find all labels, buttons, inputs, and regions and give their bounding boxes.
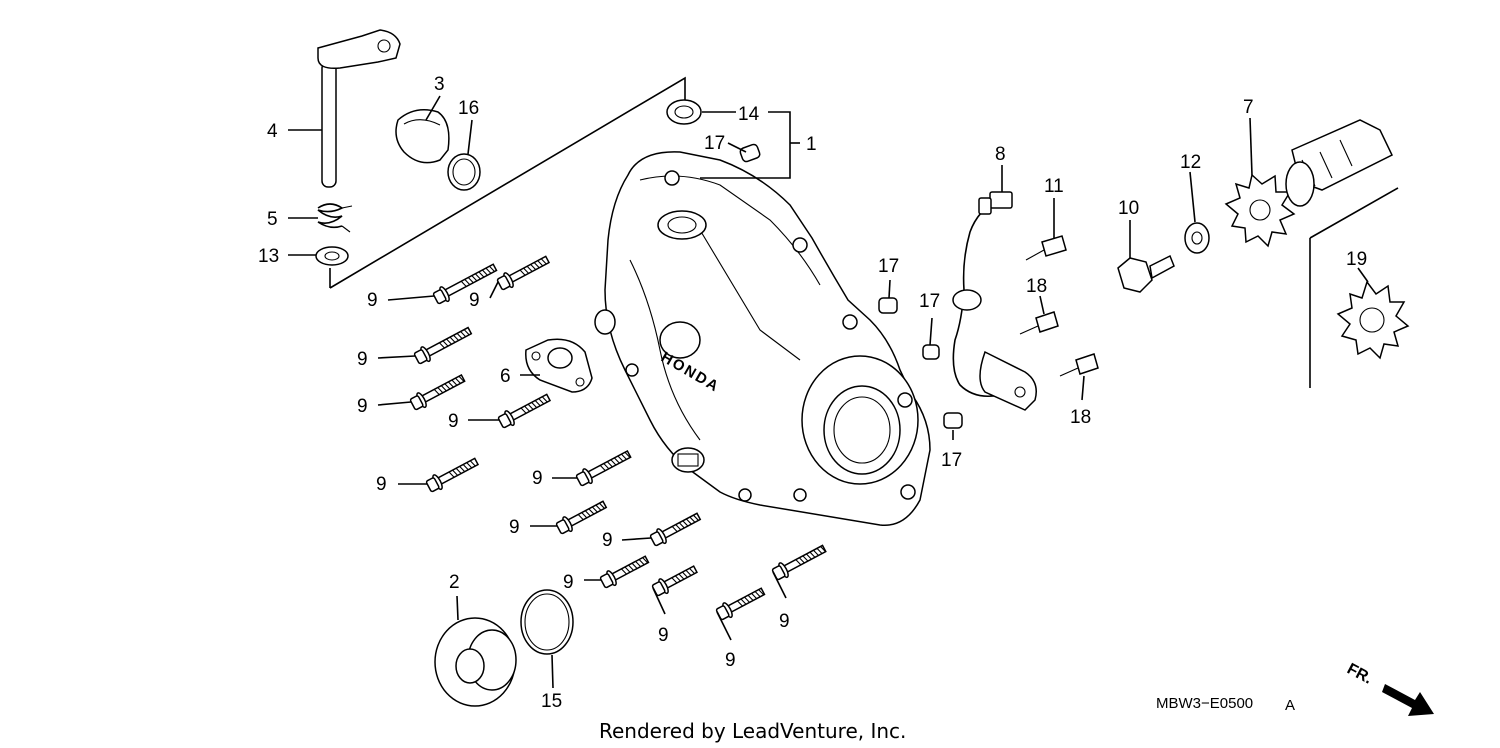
flange-bolt (715, 587, 766, 621)
bolt-leader-line (772, 571, 787, 599)
bolt-leader-line (377, 401, 412, 406)
callout-9: 9 (509, 517, 520, 538)
dowel-pins-17 (739, 143, 963, 429)
o-ring-15 (520, 589, 574, 655)
washer-12 (1184, 222, 1210, 254)
flange-bolt (649, 512, 702, 547)
shift-shaft-4 (317, 29, 401, 188)
flange-bolt (413, 326, 473, 365)
callout-17: 17 (878, 256, 899, 277)
callout-4: 4 (267, 121, 278, 142)
flange-bolts-9 (377, 255, 827, 641)
callout-labels: 1 2 3 4 5 6 7 8 10 11 12 13 14 15 16 17 … (258, 74, 1367, 712)
bolt-leader-line (387, 295, 435, 301)
pulser-rotor-7 (1224, 173, 1296, 248)
callout-2: 2 (449, 572, 460, 593)
flange-bolt (496, 255, 551, 291)
callout-12: 12 (1180, 152, 1201, 173)
callout-9: 9 (469, 290, 480, 311)
oil-seal-14 (666, 99, 702, 125)
front-direction-arrow-icon: FR. (1344, 661, 1434, 716)
callout-9: 9 (602, 530, 613, 551)
callout-15: 15 (541, 691, 562, 712)
flange-bolt (599, 555, 650, 589)
bolt-leader-line (652, 587, 666, 615)
callout-9: 9 (357, 396, 368, 417)
callout-19: 19 (1346, 249, 1367, 270)
callout-6: 6 (500, 366, 511, 387)
callout-9: 9 (357, 349, 368, 370)
rendered-by-footer: Rendered by LeadVenture, Inc. (599, 719, 906, 743)
bolt-leader-line (621, 537, 652, 541)
plug-2 (434, 617, 517, 707)
bolt-leader-line (377, 355, 416, 359)
callout-9: 9 (725, 650, 736, 671)
pulser-rotor-19 (1336, 280, 1410, 360)
callout-16: 16 (458, 98, 479, 119)
right-crankcase-cover: HONDA (594, 151, 931, 527)
diagram-code: MBW3−E0500 (1156, 695, 1253, 712)
crankshaft-end (1285, 119, 1393, 207)
callout-17: 17 (941, 450, 962, 471)
front-marker-label: FR. (1344, 661, 1375, 688)
leader-lines (288, 95, 1369, 689)
callout-11: 11 (1044, 176, 1064, 197)
callout-9: 9 (367, 290, 378, 311)
callout-9: 9 (779, 611, 790, 632)
callout-1: 1 (806, 134, 817, 155)
bolt-leader-line (716, 611, 732, 641)
callout-9: 9 (376, 474, 387, 495)
flange-bolt (432, 263, 498, 305)
flange-bolt (575, 449, 632, 487)
flange-bolt (497, 393, 552, 429)
bolts-11-18 (1019, 235, 1099, 377)
callout-7: 7 (1243, 97, 1254, 118)
callout-17: 17 (704, 133, 725, 154)
callout-3: 3 (434, 74, 445, 95)
callout-14: 14 (738, 104, 760, 125)
callout-9: 9 (532, 468, 543, 489)
flange-bolt (409, 373, 466, 411)
o-ring-16 (447, 153, 481, 191)
callout-13: 13 (258, 246, 279, 267)
washer-13 (315, 246, 349, 266)
plate-6 (525, 338, 593, 393)
pulse-generator-8 (952, 191, 1037, 411)
callout-9: 9 (448, 411, 459, 432)
flange-bolt (425, 457, 480, 493)
bolt-10 (1117, 254, 1175, 293)
flange-bolt (651, 565, 698, 597)
callout-17: 17 (919, 291, 940, 312)
callout-9: 9 (658, 625, 669, 646)
callout-8: 8 (995, 144, 1006, 165)
flange-bolt (555, 500, 608, 535)
oil-filler-cap-3 (395, 109, 450, 164)
callout-5: 5 (267, 209, 278, 230)
diagram-revision: A (1285, 697, 1295, 714)
callout-18: 18 (1070, 407, 1091, 428)
spring-5 (317, 203, 353, 233)
flange-bolt (771, 544, 827, 581)
callout-18: 18 (1026, 276, 1047, 297)
callout-9: 9 (563, 572, 574, 593)
bolt-leader-line (489, 281, 499, 299)
callout-10: 10 (1118, 198, 1139, 219)
